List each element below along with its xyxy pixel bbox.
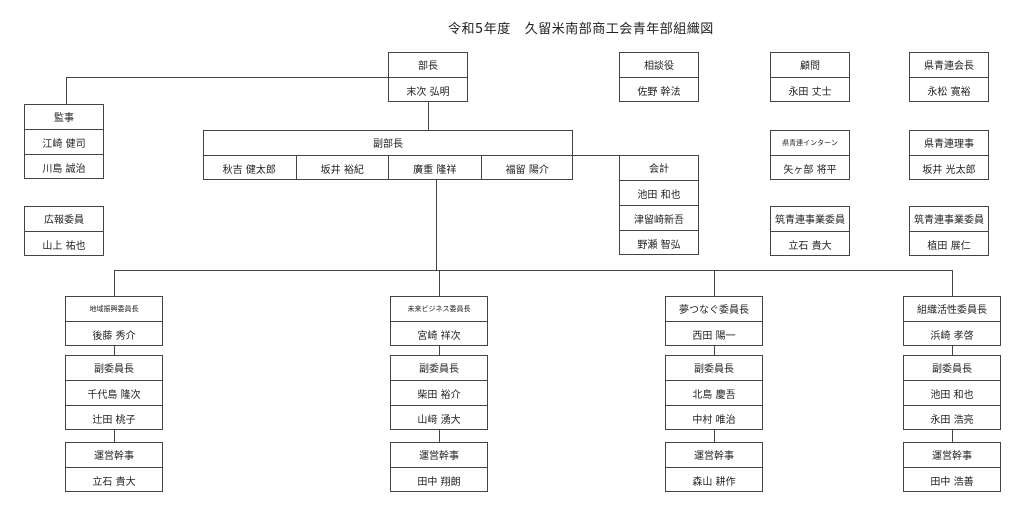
committee-head-box-title: 未来ビジネス委員長: [407, 304, 471, 313]
kanji-box-name: 川島 誠治: [24, 154, 104, 179]
chikusei-1-box-name: 立石 貴大: [770, 231, 850, 256]
connector-line: [114, 270, 953, 271]
committee-op-box-name: 田中 浩善: [903, 467, 1001, 492]
committee-op-box-title: 運営幹事: [932, 451, 972, 462]
committee-vice-box-name: 中村 唯治: [665, 405, 763, 430]
committee-op-box-name: 森山 耕作: [665, 467, 763, 492]
kanji-box-title: 監事: [54, 113, 74, 124]
committee-vice-box-name: 池田 和也: [903, 380, 1001, 405]
sodanyaku-box-title: 相談役: [644, 61, 674, 72]
committee-head-box-name: 後藤 秀介: [65, 321, 163, 346]
connector-line: [114, 430, 115, 442]
kaikei-box-title: 会計: [649, 164, 669, 175]
fukubucho-title: 副部長: [373, 139, 403, 150]
chikusei-2-box-name: 植田 展仁: [909, 231, 989, 256]
committee-op-box-title: 運営幹事: [94, 451, 134, 462]
page-title: 令和5年度久留米南部商工会青年部組織図: [448, 18, 748, 37]
committee-vice-box: [903, 355, 1001, 430]
committee-vice-box-title: 副委員長: [694, 364, 734, 375]
komon-box-title: 顧問: [800, 61, 820, 72]
bucho-box-name: 末次 弘明: [388, 77, 468, 102]
connector-line: [114, 270, 115, 296]
intern-box-title: 県青連インターン: [782, 138, 838, 147]
committee-op-box-name: 田中 翔朗: [390, 467, 488, 492]
connector-line: [952, 346, 953, 355]
committee-vice-box-name: 千代島 隆次: [65, 380, 163, 405]
koho-box-title: 広報委員: [44, 215, 84, 226]
committee-head-box-title: 夢つなぐ委員長: [679, 305, 749, 316]
committee-op-box-name: 立石 貴大: [65, 467, 163, 492]
kaikei-box-name: 野瀬 智弘: [619, 230, 699, 255]
committee-vice-box: [65, 355, 163, 430]
ken-kaicho-box-title: 県青連会長: [924, 61, 974, 72]
title-main: 久留米南部商工会青年部組織図: [524, 22, 714, 37]
committee-op-box-title: 運営幹事: [694, 451, 734, 462]
committee-head-box-name: 宮崎 祥次: [390, 321, 488, 346]
committee-head-box-name: 浜崎 孝啓: [903, 321, 1001, 346]
connector-line: [714, 270, 715, 296]
connector-line: [428, 102, 429, 130]
committee-vice-box-name: 山﨑 湧大: [390, 405, 488, 430]
kaikei-box-name: 池田 和也: [619, 180, 699, 205]
committee-vice-box-title: 副委員長: [94, 364, 134, 375]
connector-line: [714, 346, 715, 355]
connector-line: [439, 270, 440, 296]
committee-op-box-title: 運営幹事: [419, 451, 459, 462]
bucho-box-title: 部長: [418, 61, 438, 72]
connector-line: [714, 430, 715, 442]
committee-vice-box-title: 副委員長: [419, 364, 459, 375]
committee-head-box-title: 組織活性委員長: [917, 305, 987, 316]
komon-box-name: 永田 丈士: [770, 77, 850, 102]
committee-vice-box-name: 辻田 桃子: [65, 405, 163, 430]
connector-line: [573, 155, 619, 156]
chikusei-2-box-title: 筑青連事業委員: [914, 215, 984, 226]
committee-vice-box-name: 北島 慶吾: [665, 380, 763, 405]
connector-line: [114, 346, 115, 355]
intern-box-name: 矢ヶ部 将平: [770, 155, 850, 180]
ken-riji-box-name: 坂井 光太郎: [909, 155, 989, 180]
kanji-box: [24, 104, 104, 179]
committee-vice-box: [390, 355, 488, 430]
committee-vice-box-title: 副委員長: [932, 364, 972, 375]
fukubucho-name: 廣重 隆祥: [388, 155, 481, 180]
sodanyaku-box-name: 佐野 幹法: [619, 77, 699, 102]
committee-vice-box: [665, 355, 763, 430]
kanji-box-name: 江崎 健司: [24, 129, 104, 154]
connector-line: [436, 180, 437, 270]
connector-line: [439, 430, 440, 442]
committee-head-box-name: 西田 陽一: [665, 321, 763, 346]
ken-kaicho-box-name: 永松 寛裕: [909, 77, 989, 102]
ken-riji-box-title: 県青連理事: [924, 139, 974, 150]
connector-line: [66, 77, 67, 104]
koho-box-name: 山上 祐也: [24, 231, 104, 256]
fukubucho-name: 坂井 裕紀: [295, 155, 388, 180]
title-year: 令和5年度: [448, 22, 511, 37]
connector-line: [66, 77, 388, 78]
fukubucho-name: 秋吉 健太郎: [203, 155, 296, 180]
committee-vice-box-name: 柴田 裕介: [390, 380, 488, 405]
kaikei-box-name: 津留崎新吾: [619, 205, 699, 230]
chikusei-1-box-title: 筑青連事業委員: [775, 215, 845, 226]
connector-line: [952, 430, 953, 442]
committee-vice-box-name: 永田 浩亮: [903, 405, 1001, 430]
committee-head-box-title: 地域振興委員長: [89, 304, 139, 313]
connector-line: [952, 270, 953, 296]
connector-line: [439, 346, 440, 355]
fukubucho-name: 福留 陽介: [480, 155, 573, 180]
